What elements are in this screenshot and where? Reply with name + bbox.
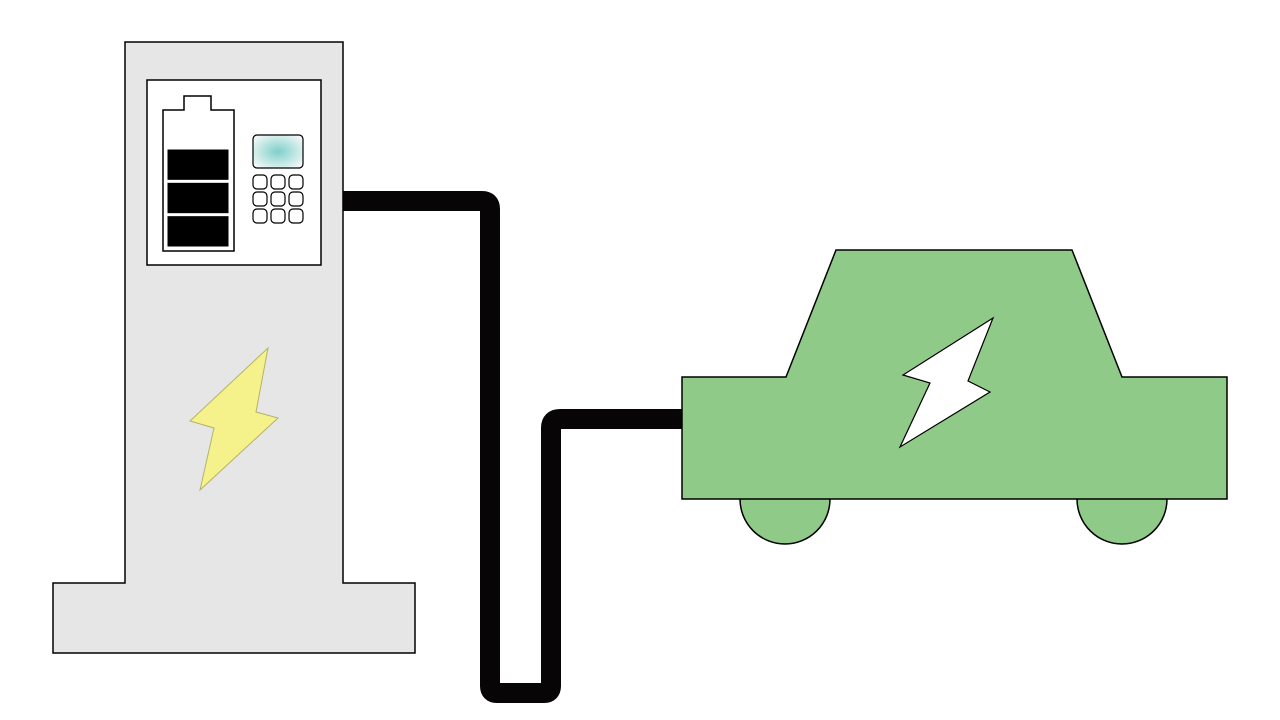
keypad-key <box>252 191 268 207</box>
keypad-key <box>270 191 286 207</box>
keypad-key <box>288 208 304 224</box>
keypad-key <box>288 191 304 207</box>
battery-bar <box>167 182 229 214</box>
battery-bar <box>167 216 229 247</box>
keypad-key <box>288 174 304 190</box>
car-lightning-bolt-icon <box>898 316 995 449</box>
keypad-key <box>252 208 268 224</box>
charging-station <box>52 41 416 654</box>
station-keypad <box>252 174 304 224</box>
electric-car <box>681 249 1228 545</box>
battery-charge-bars <box>167 149 229 247</box>
keypad-key <box>252 174 268 190</box>
station-lightning-bolt-icon <box>189 346 280 492</box>
keypad-key <box>270 208 286 224</box>
keypad-key <box>270 174 286 190</box>
battery-icon <box>162 95 235 252</box>
battery-bar <box>167 149 229 180</box>
charging-cable <box>343 191 682 703</box>
station-body <box>52 41 416 654</box>
station-screen <box>252 134 304 169</box>
